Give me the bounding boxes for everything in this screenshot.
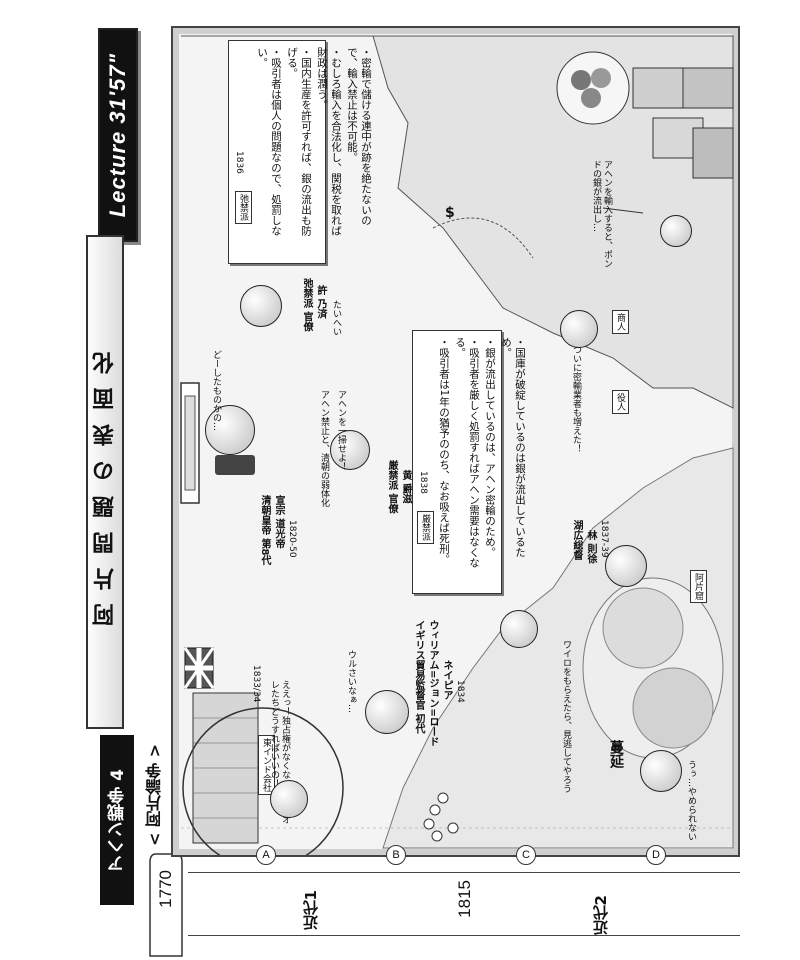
emperor-label-1: 清朝皇帝 第8代 [259, 495, 270, 566]
xu-naiji-label-1: 弛禁派 官僚 [301, 278, 312, 332]
dollar-coin-icon: $ [445, 205, 455, 221]
strict-faction-year: 1838 [418, 471, 428, 494]
lin-zexu-label-2: 林 則徐 [585, 530, 596, 564]
huang-juezi-label-1: 厳禁派 官僚 [386, 460, 397, 514]
napier-character [365, 690, 409, 734]
relaxation-point: ・吸引者は個人の問題なので、処罰しない。 [256, 47, 282, 236]
relaxation-faction-year: 1836 [234, 151, 244, 174]
lin-zexu-label-3: 1837-39 [599, 520, 609, 558]
official-speech: ワイロをもらえたら、見逃してやろう [561, 640, 571, 793]
xu-naiji-label-2: 許 乃済 [315, 285, 326, 319]
map-drawing [180, 35, 734, 855]
row-marker-c: C [516, 845, 536, 865]
xu-naiji-side-note: たいへい [331, 300, 341, 336]
napier-label-1: イギリス貿易監督官 初代 [413, 620, 424, 734]
strict-point: ・銀が流出しているのは、アヘン密輸のため。 [484, 337, 496, 558]
emperor-speech: どーしたものかの… [211, 350, 221, 431]
huang-juezi-character [330, 430, 370, 470]
lecture-tag: Lecture 31'57" [98, 28, 138, 242]
title-banner: 阿片問題の表面化 [86, 235, 124, 729]
series-tag: アヘン戦争 4 [100, 735, 134, 905]
emperor-throne [215, 455, 255, 475]
trader-character [660, 215, 692, 247]
napier-label-3: ネイピア [441, 660, 452, 700]
napier-speech: ウルさいなぁ… [346, 650, 356, 713]
era-modern-1: 近代1 [302, 890, 320, 931]
huang-juezi-speech: アヘンを一掃せよ！ [336, 390, 346, 471]
huang-juezi-label-2: 黄 爵滋 [400, 470, 411, 504]
company-employee [270, 780, 308, 818]
strict-faction-box: 厳禁派 1838 ・国庫が破綻しているのは銀が流出しているため。 ・銀が流出して… [412, 330, 526, 594]
row-marker-a: A [256, 845, 276, 865]
relaxation-faction-box: 弛禁派 1836 ・密輸で儲ける連中が跡を絶たないので、輸入禁止は不可能。 ・む… [228, 40, 372, 264]
company-sign: 東インド会社 [258, 735, 275, 795]
page-title: 阿片問題の表面化 [92, 338, 118, 626]
trade-note: アヘンを輸入すると、ポンドの銀が流出し… [591, 160, 612, 268]
row-marker-d: D [646, 845, 666, 865]
napier-label-4: 1834 [455, 680, 465, 703]
company-speech: ええっ！独占権がなくなったら、オレたちどうすればいいの！ [269, 680, 290, 824]
merchant-tag: 商人 [612, 310, 629, 334]
relaxation-point: ・密輸で儲ける連中が跡を絶たないので、輸入禁止は不可能。 [346, 47, 372, 226]
smoker-speech: うぅ…やめられない [686, 760, 696, 841]
napier-label-2: ウィリアム=ジョン=ロード [427, 620, 438, 747]
strict-faction-list: ・国庫が破綻しているのは銀が流出しているため。 ・銀が流出しているのは、アヘン密… [435, 337, 527, 575]
timeline-line-bottom [188, 935, 740, 936]
timeline-line [188, 872, 740, 873]
lecture-label: Lecture 31'57" [105, 52, 130, 218]
merchant-character [560, 310, 598, 348]
lin-zexu-character [605, 545, 647, 587]
relaxation-faction-list: ・密輸で儲ける連中が跡を絶たないので、輸入禁止は不可能。 ・むしろ輸入を合法化し… [253, 47, 373, 242]
relaxation-faction-tag: 弛禁派 [235, 191, 252, 224]
strict-point: ・吸引者は1年の猶予ののち、なお吸えば死刑。 [438, 337, 450, 565]
official-character [500, 610, 538, 648]
relaxation-point: ・国内生産を許可すれば、銀の流出も防げる。 [286, 47, 312, 236]
emperor-side-note: アヘン禁止と、清朝の弱体化 [319, 390, 329, 507]
xu-naiji-character [240, 285, 282, 327]
strict-point: ・吸引者を厳しく処罰すればアヘン需要はなくなる。 [454, 337, 480, 568]
emperor-character [205, 405, 255, 455]
era-modern-2: 近代2 [592, 895, 610, 936]
emperor-label-2: 宣宗 道光帝 [273, 495, 284, 549]
smoker-character [640, 750, 682, 792]
emperor-label-3: 1820-50 [287, 520, 297, 558]
year-1770: 1770 [156, 870, 175, 908]
strict-point: ・国庫が破綻しているのは銀が流出しているため。 [500, 337, 526, 558]
merchant-speech: ついに密輸業者も増えた！ [571, 345, 581, 453]
year-1815: 1815 [455, 880, 474, 918]
relaxation-point: ・むしろ輸入を合法化し、関税を取れば財政は潤う。 [316, 47, 342, 236]
opium-den-sign: 阿片窟 [690, 570, 707, 603]
strict-faction-tag: 厳禁派 [417, 511, 434, 544]
row-marker-b: B [386, 845, 406, 865]
subtitle-text: < 阿片論争 > [145, 744, 164, 846]
lin-zexu-label-1: 湖広総督 [571, 520, 582, 560]
company-years: 1833/34 [251, 665, 261, 703]
series-label: アヘン戦争 4 [107, 768, 128, 872]
spread-label: 蔓延 [608, 740, 624, 768]
official-tag: 役人 [612, 390, 629, 414]
